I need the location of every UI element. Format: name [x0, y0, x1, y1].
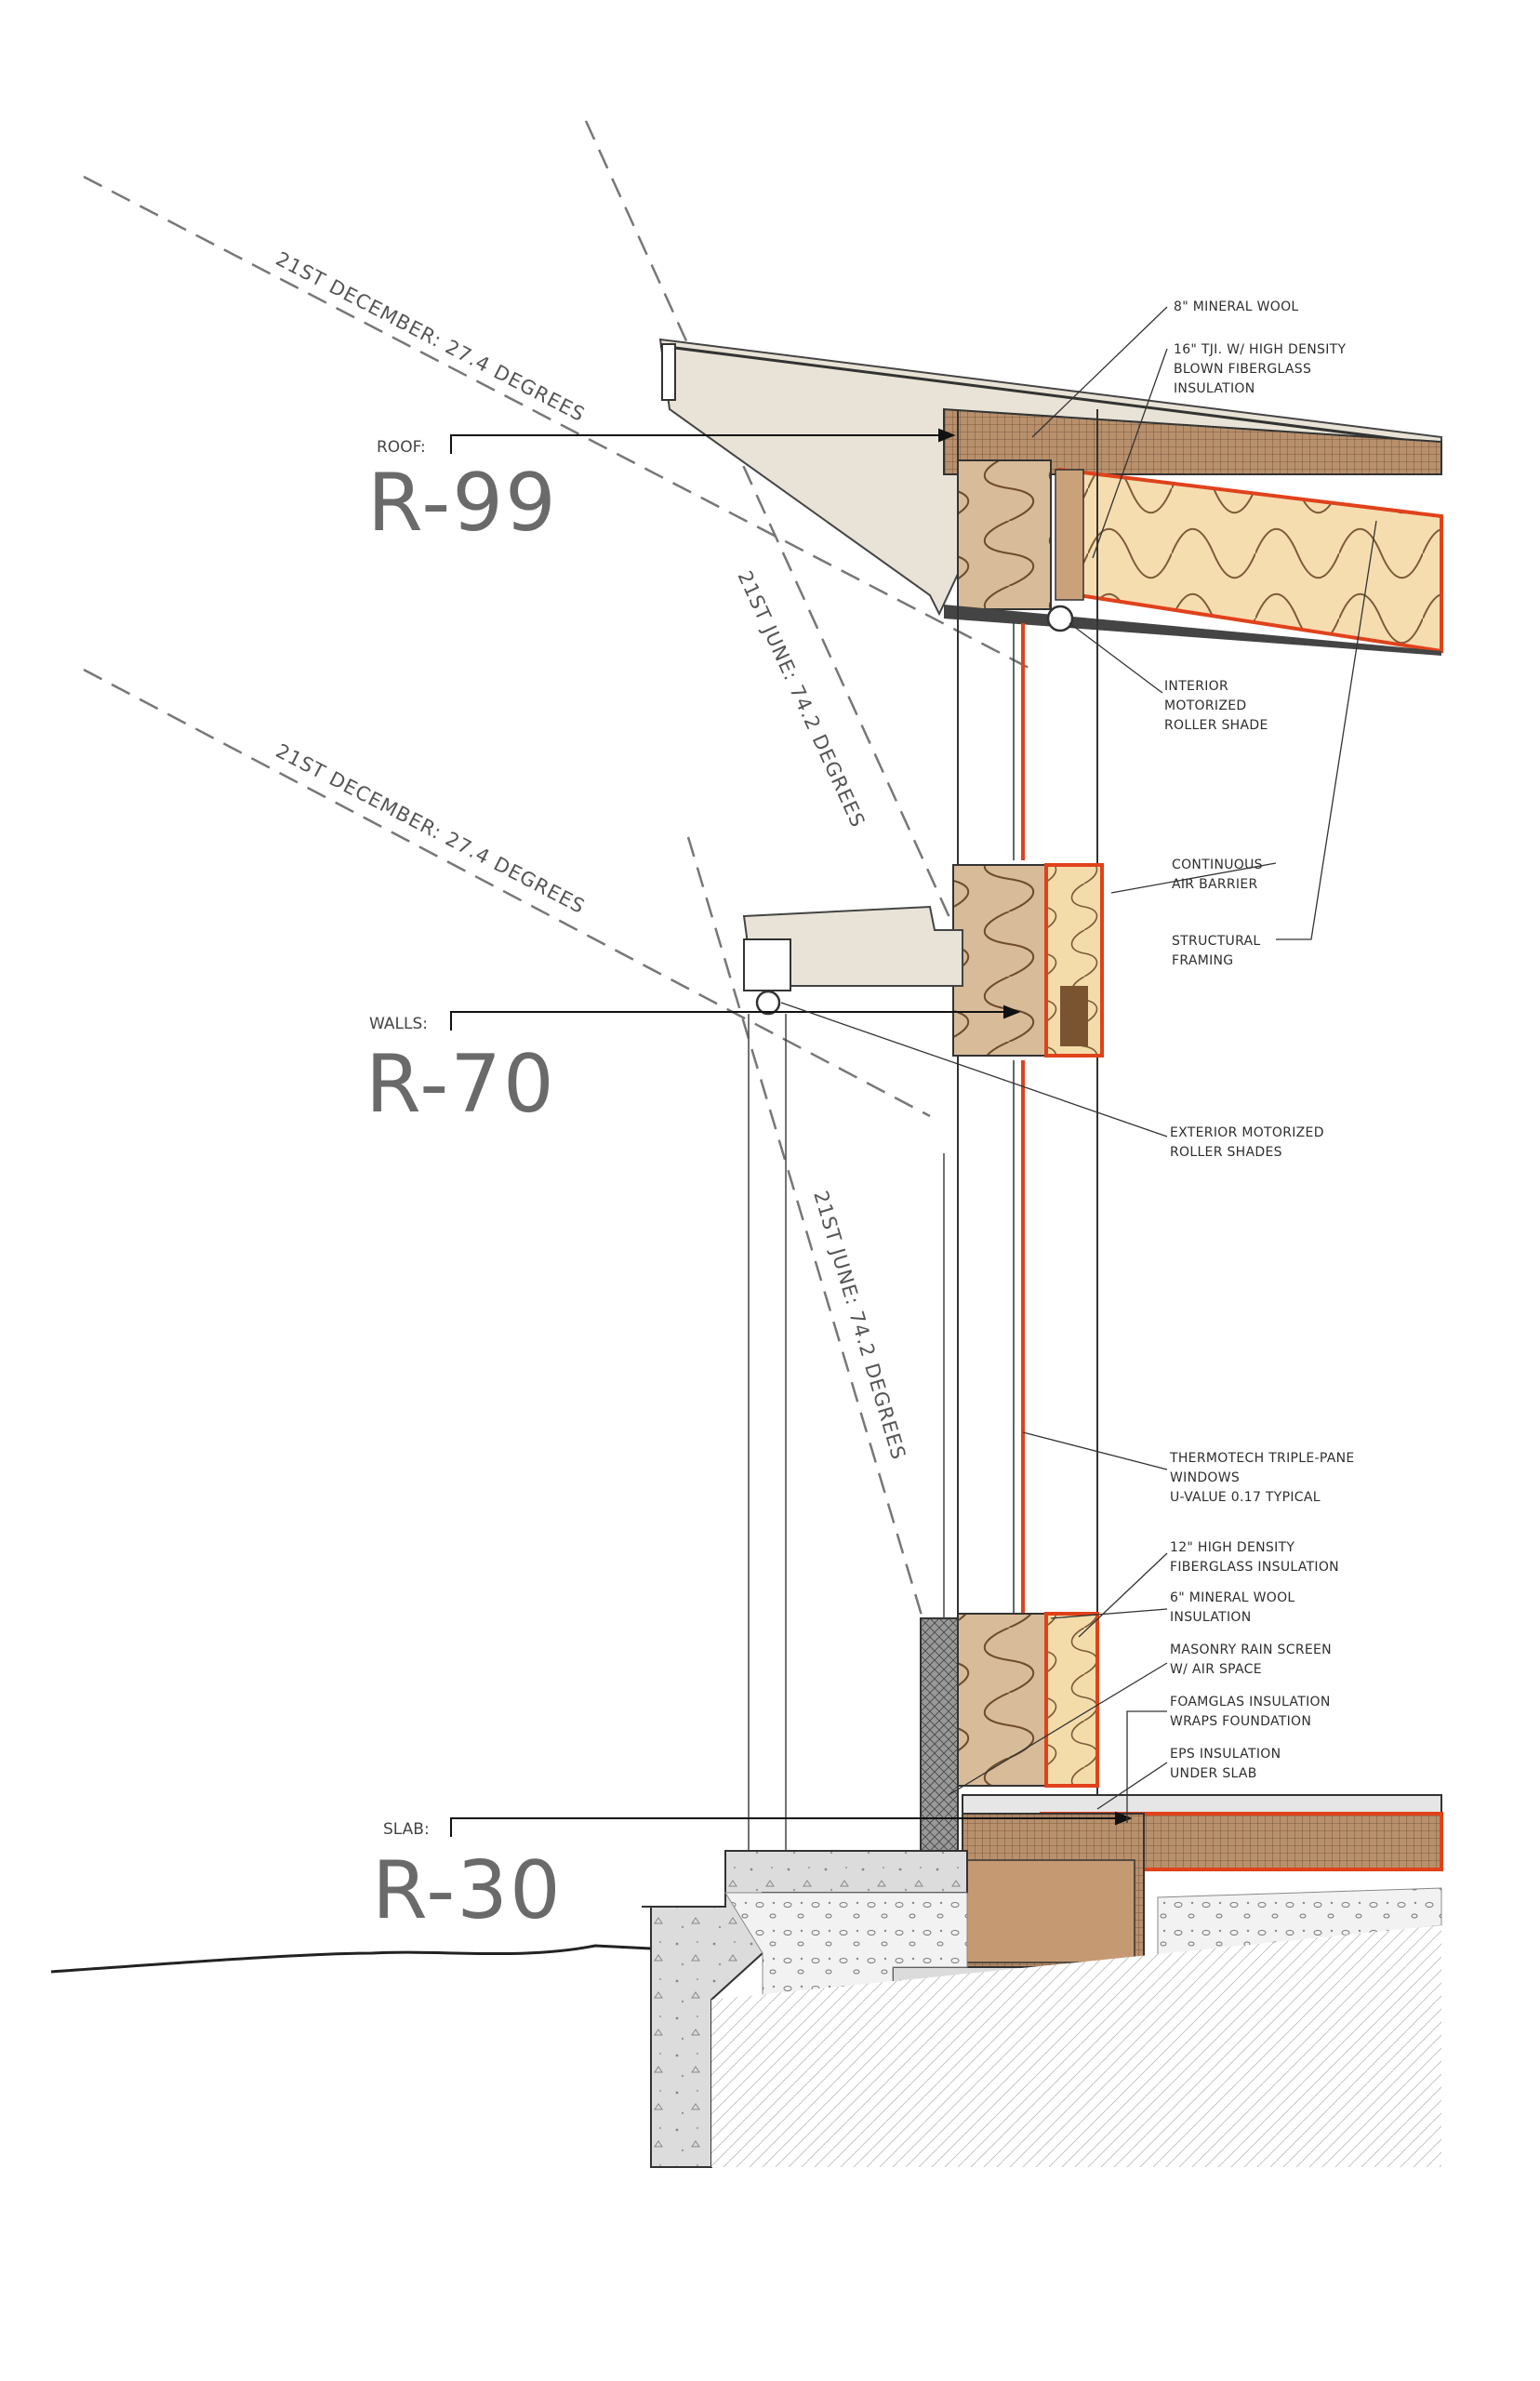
sun-label-dec-lower: 21ST DECEMBER: 27.4 DEGREES	[272, 739, 589, 918]
exterior-shade-awning	[742, 905, 963, 1851]
note-fiberglass-12: 12" HIGH DENSITY FIBERGLASS INSULATION	[1170, 1540, 1339, 1575]
note-tji: 16" TJI. W/ HIGH DENSITY BLOWN FIBERGLAS…	[1174, 342, 1350, 396]
callout-leaders	[780, 306, 1377, 1823]
note-mineral-wool-6: 6" MINERAL WOOL INSULATION	[1170, 1590, 1299, 1625]
roof-assembly	[943, 407, 1443, 656]
slab-rating-label: SLAB:	[383, 1820, 430, 1839]
note-mineral-wool-roof: 8" MINERAL WOOL	[1174, 299, 1299, 314]
exterior-roller-shade-icon	[755, 990, 781, 1016]
sun-label-jun-lower: 21ST JUNE: 74.2 DEGREES	[809, 1189, 909, 1463]
masonry-rain-screen	[920, 1153, 959, 1852]
rating-leaders	[450, 428, 1133, 1837]
note-windows: THERMOTECH TRIPLE-PANE WINDOWS U-VALUE 0…	[1169, 1451, 1359, 1505]
grade-line	[50, 1925, 1441, 2167]
note-structural: STRUCTURAL FRAMING	[1172, 934, 1265, 968]
note-eps: EPS INSULATION UNDER SLAB	[1170, 1747, 1285, 1781]
note-masonry: MASONRY RAIN SCREEN W/ AIR SPACE	[1170, 1643, 1336, 1677]
note-interior-shade: INTERIOR MOTORIZED ROLLER SHADE	[1164, 679, 1268, 733]
note-foamglas: FOAMGLAS INSULATION WRAPS FOUNDATION	[1170, 1695, 1334, 1729]
wall-assembly	[952, 409, 1104, 1795]
sun-angle-lines	[83, 120, 1033, 1675]
sun-label-dec-upper: 21ST DECEMBER: 27.4 DEGREES	[272, 247, 589, 426]
note-air-barrier: CONTINUOUS AIR BARRIER	[1172, 858, 1268, 892]
roof-rating-value: R-99	[367, 457, 558, 550]
interior-roller-shade-icon	[1046, 605, 1074, 632]
walls-rating-value: R-70	[365, 1038, 556, 1131]
slab-rating-value: R-30	[372, 1844, 563, 1937]
walls-rating-label: WALLS:	[369, 1015, 428, 1033]
roof-rating-label: ROOF:	[377, 438, 426, 457]
note-exterior-shades: EXTERIOR MOTORIZED ROLLER SHADES	[1170, 1125, 1329, 1160]
